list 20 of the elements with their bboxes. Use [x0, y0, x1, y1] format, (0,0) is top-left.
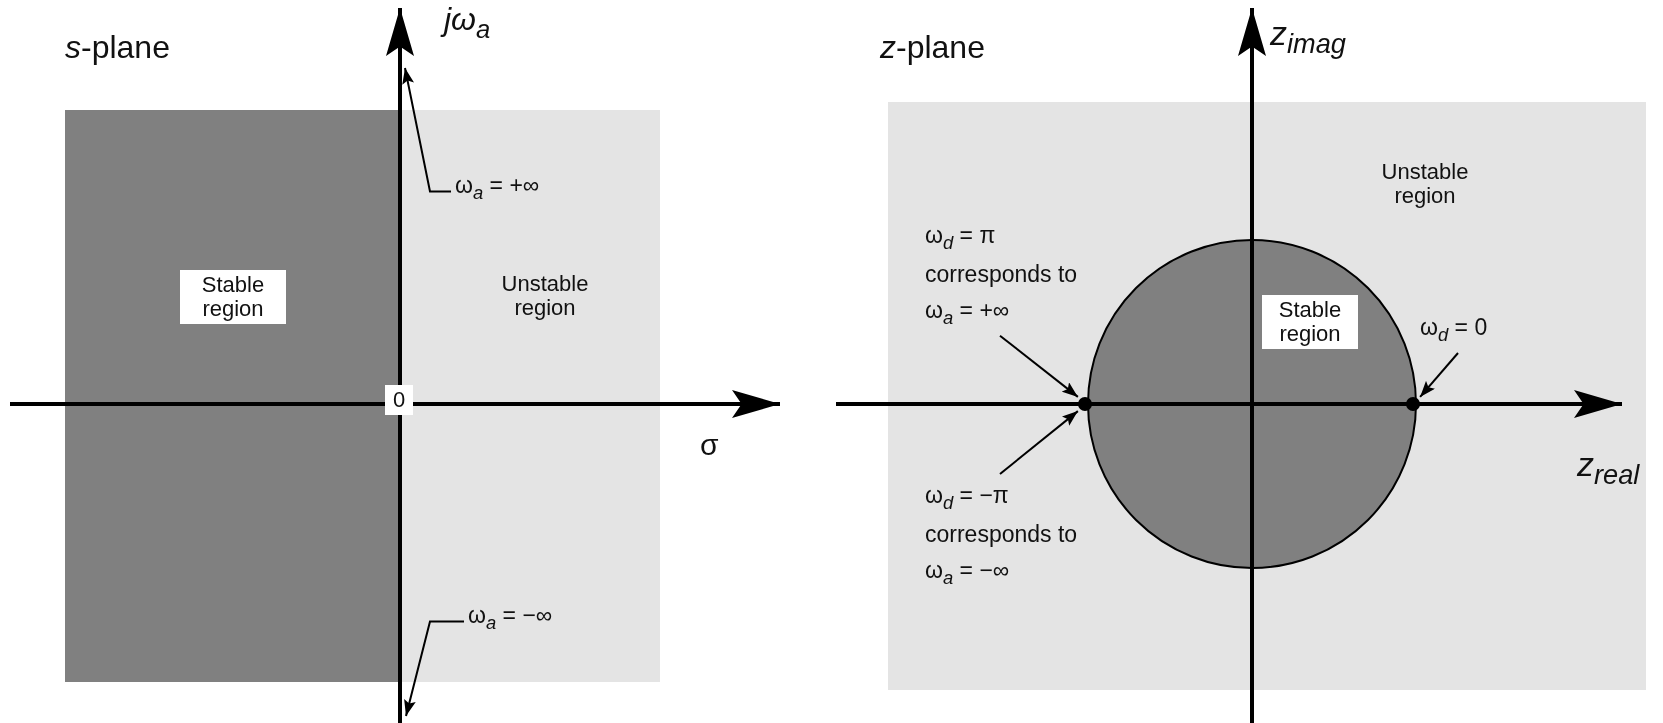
callout-text: ω$_{a}$ = +∞	[455, 168, 540, 208]
callout-text: ω$_{d}$ = π corresponds to ω$_{a}$ = +∞	[925, 218, 1078, 332]
leader-line	[402, 67, 452, 193]
region-label: Stable region	[1262, 295, 1358, 350]
region-label: Unstable region	[1380, 160, 1470, 209]
origin-label: 0	[385, 385, 414, 416]
leader-line	[404, 620, 465, 717]
region-label: Unstable region	[500, 272, 590, 321]
plane-title: s-plane	[65, 30, 170, 66]
leader-line	[999, 410, 1079, 475]
plane-title: z-plane	[880, 30, 985, 66]
callout-text: ω$_{d}$ = 0	[1420, 310, 1488, 350]
leader-line	[1419, 352, 1459, 398]
callout-text: ω$_{d}$ = −π corresponds to ω$_{a}$ = −∞	[925, 478, 1078, 592]
axis-label: z$_{real}$	[1577, 446, 1640, 491]
leader-line	[999, 334, 1079, 398]
region-label: Stable region	[180, 270, 286, 325]
axis-label: σ	[700, 428, 719, 461]
axis-label: z$_{imag}$	[1270, 15, 1346, 60]
callout-text: ω$_{a}$ = −∞	[468, 598, 553, 638]
